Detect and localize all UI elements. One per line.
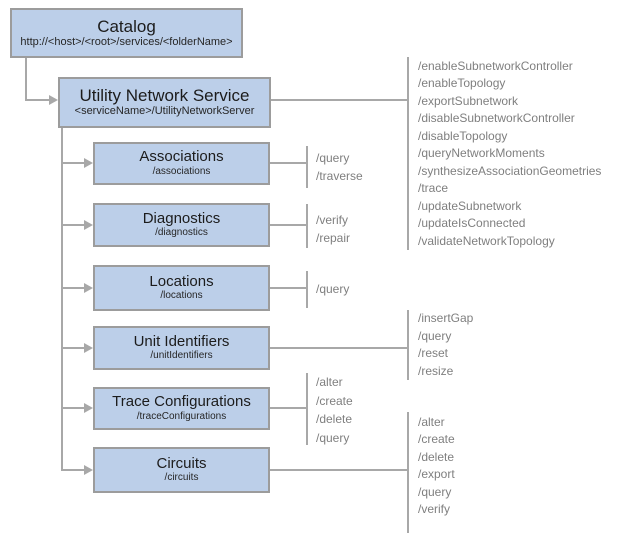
connector-branch-associations — [61, 162, 84, 164]
box-trace-configurations: Trace Configurations /traceConfiguration… — [93, 387, 270, 430]
box-utility-network-service: Utility Network Service <serviceName>/Ut… — [58, 77, 271, 128]
operation-label: /export — [418, 467, 455, 482]
catalog-title: Catalog — [97, 16, 156, 36]
connector-diagnostics-operations — [270, 224, 307, 226]
ops-bar-trace-configurations — [306, 373, 308, 445]
box-unit-identifiers: Unit Identifiers /unitIdentifiers — [93, 326, 270, 370]
ops-list-service: /enableSubnetworkController/enableTopolo… — [418, 58, 601, 250]
operation-label: /delete — [316, 412, 353, 426]
connector-circuits-operations — [270, 469, 408, 471]
circuits-subtitle: /circuits — [164, 472, 199, 484]
box-locations: Locations /locations — [93, 265, 270, 311]
ops-list-trace-configurations: /alter/create/delete/query — [316, 373, 353, 447]
connector-branch-locations — [61, 287, 84, 289]
associations-title: Associations — [139, 148, 224, 166]
connector-catalog-stem — [25, 58, 27, 101]
ops-list-unit-identifiers: /insertGap/query/reset/resize — [418, 310, 473, 380]
operation-label: /query — [316, 151, 350, 165]
operation-label: /queryNetworkMoments — [418, 146, 545, 161]
ops-bar-diagnostics — [306, 204, 308, 248]
box-catalog: Catalog http://<host>/<root>/services/<f… — [10, 8, 243, 58]
operation-label: /enableSubnetworkController — [418, 59, 573, 73]
arrow-into-diagnostics-icon — [84, 220, 93, 230]
ops-list-circuits: /alter/create/delete/export/query/verify — [418, 414, 455, 518]
operation-label: /updateSubnetwork — [418, 198, 522, 213]
circuits-title: Circuits — [156, 454, 207, 472]
box-associations: Associations /associations — [93, 142, 270, 185]
operation-label: /insertGap — [418, 311, 474, 325]
catalog-subtitle: http://<host>/<root>/services/<folderNam… — [20, 35, 233, 48]
connector-unit-identifiers-operations — [270, 347, 408, 349]
arrow-into-service-icon — [49, 95, 58, 105]
operation-label: /delete — [418, 449, 455, 464]
connector-branch-unit-identifiers — [61, 347, 84, 349]
operation-label: /verify — [418, 502, 451, 517]
trace-configurations-subtitle: /traceConfigurations — [136, 410, 227, 422]
operation-label: /trace — [418, 181, 449, 196]
operation-label: /validateNetworkTopology — [418, 233, 555, 248]
unit-identifiers-title: Unit Identifiers — [133, 332, 230, 350]
box-circuits: Circuits /circuits — [93, 447, 270, 493]
operation-label: /alter — [418, 415, 445, 429]
ops-bar-service — [407, 57, 409, 250]
arrow-into-trace-configurations-icon — [84, 403, 93, 413]
operation-label: /query — [418, 328, 452, 343]
operation-label: /resize — [418, 363, 454, 378]
box-diagnostics: Diagnostics /diagnostics — [93, 203, 270, 247]
locations-subtitle: /locations — [160, 290, 203, 302]
connector-service-trunk — [61, 128, 63, 471]
connector-trace-configurations-operations — [270, 407, 307, 409]
diagnostics-subtitle: /diagnostics — [155, 227, 208, 239]
ops-list-locations: /query — [316, 280, 349, 298]
diagnostics-title: Diagnostics — [142, 209, 221, 227]
operation-label: /disableTopology — [418, 128, 508, 143]
connector-branch-trace-configurations — [61, 407, 84, 409]
operation-label: /verify — [316, 213, 349, 227]
operation-label: /query — [316, 282, 350, 296]
unit-identifiers-subtitle: /unitIdentifiers — [150, 350, 213, 362]
connector-catalog-elbow — [25, 99, 49, 101]
connector-branch-diagnostics — [61, 224, 84, 226]
operation-label: /query — [418, 484, 452, 499]
arrow-into-unit-identifiers-icon — [84, 343, 93, 353]
operation-label: /exportSubnetwork — [418, 93, 519, 108]
service-subtitle: <serviceName>/UtilityNetworkServer — [74, 105, 255, 118]
operation-label: /updateIsConnected — [418, 216, 526, 231]
arrow-into-locations-icon — [84, 283, 93, 293]
operation-label: /traverse — [316, 169, 363, 183]
connector-locations-operations — [270, 287, 307, 289]
operation-label: /repair — [316, 231, 351, 245]
ops-list-diagnostics: /verify/repair — [316, 211, 350, 247]
ops-bar-unit-identifiers — [407, 310, 409, 380]
operation-label: /create — [418, 432, 455, 447]
connector-service-operations — [271, 99, 408, 101]
operation-label: /query — [316, 430, 350, 445]
connector-branch-circuits — [61, 469, 84, 471]
operation-label: /create — [316, 393, 353, 408]
ops-bar-circuits — [407, 412, 409, 533]
ops-bar-locations — [306, 271, 308, 308]
locations-title: Locations — [149, 272, 214, 290]
operation-label: /reset — [418, 346, 449, 360]
associations-subtitle: /associations — [152, 165, 211, 177]
service-title: Utility Network Service — [79, 86, 250, 106]
operation-label: /synthesizeAssociationGeometries — [418, 163, 602, 178]
operation-label: /enableTopology — [418, 76, 506, 91]
arrow-into-associations-icon — [84, 158, 93, 168]
connector-associations-operations — [270, 162, 307, 164]
arrow-into-circuits-icon — [84, 465, 93, 475]
trace-configurations-title: Trace Configurations — [112, 393, 251, 411]
ops-bar-associations — [306, 146, 308, 188]
ops-list-associations: /query/traverse — [316, 149, 363, 185]
operation-label: /disableSubnetworkController — [418, 111, 575, 126]
operation-label: /alter — [316, 375, 343, 389]
